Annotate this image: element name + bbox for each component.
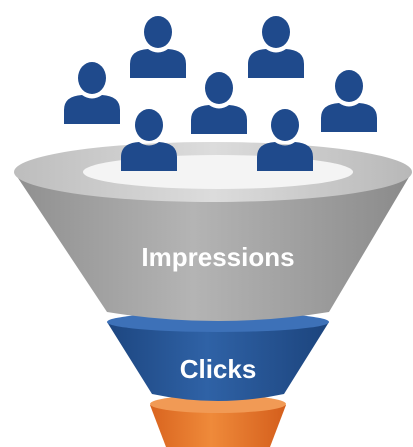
stage-1-label: Impressions xyxy=(141,242,294,272)
funnel-stage-1: Impressions xyxy=(14,142,412,321)
funnel-stage-2: Clicks xyxy=(107,312,329,401)
people-group xyxy=(64,16,377,171)
person-icon xyxy=(321,70,377,132)
funnel-stage-1-body xyxy=(14,172,412,321)
person-icon xyxy=(64,62,120,124)
person-icon xyxy=(191,72,247,134)
person-icon xyxy=(257,109,313,171)
funnel-stage-3-rim xyxy=(150,395,286,413)
funnel-stage-3-body xyxy=(150,405,286,447)
person-icon xyxy=(130,16,186,78)
person-icon xyxy=(121,109,177,171)
stage-2-label: Clicks xyxy=(180,354,257,384)
funnel-stage-2-body xyxy=(107,322,329,401)
funnel-stage-3 xyxy=(150,395,286,447)
person-icon xyxy=(248,16,304,78)
